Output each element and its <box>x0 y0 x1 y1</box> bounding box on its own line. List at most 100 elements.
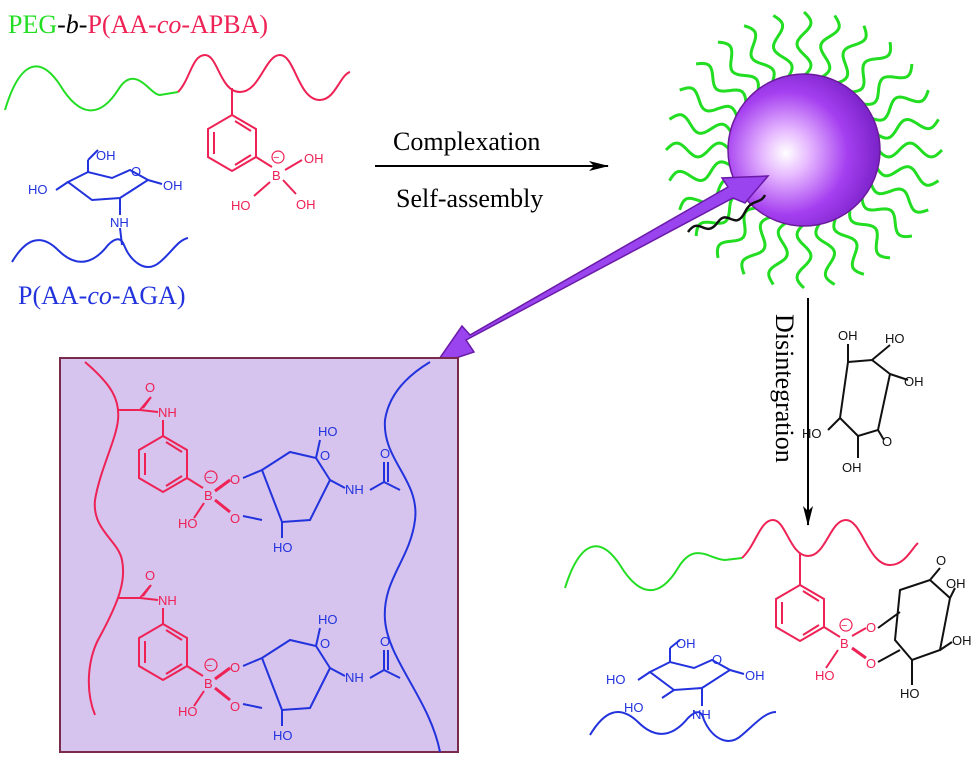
peg-corona-strand <box>875 117 940 140</box>
atom-label: O <box>320 636 330 651</box>
title-p-aa: P(AA- <box>87 10 156 39</box>
bond <box>142 584 152 597</box>
atom-label: HO <box>178 704 198 719</box>
svg-text:NH: NH <box>110 215 129 230</box>
svg-text:PEG-b-P(AA-co-APBA): PEG-b-P(AA-co-APBA) <box>8 10 268 39</box>
atom-label: O <box>380 446 390 461</box>
svg-text:OH: OH <box>304 151 324 166</box>
atom-label: B <box>204 676 213 691</box>
svg-text:OH: OH <box>296 197 316 212</box>
atom-label: HO <box>178 516 198 531</box>
peg-corona <box>664 10 944 290</box>
svg-text:HO: HO <box>624 700 644 715</box>
peg-corona-strand <box>717 40 760 93</box>
apba-block-wave <box>177 53 351 102</box>
bond <box>165 629 183 641</box>
boronate-labels-top: B − OH OH HO <box>231 150 324 213</box>
bond <box>383 669 401 679</box>
sugar-trigger <box>827 344 909 458</box>
svg-text:HO: HO <box>815 668 835 683</box>
svg-text:OH: OH <box>842 460 862 475</box>
svg-text:O: O <box>882 434 892 449</box>
svg-text:OH: OH <box>952 633 972 648</box>
svg-text:HO: HO <box>885 331 905 346</box>
peg-corona-strand <box>849 41 893 94</box>
atom-label: NH <box>345 670 364 685</box>
bond <box>369 669 385 679</box>
atom-label: − <box>206 660 212 672</box>
peg-corona-strand <box>715 206 759 259</box>
svg-text:O: O <box>131 164 141 179</box>
bond <box>242 703 263 709</box>
bond <box>315 627 321 647</box>
peg-corona-strand <box>679 86 739 119</box>
peg-corona-strand <box>860 195 913 239</box>
zoom-inset-box <box>59 357 459 753</box>
peg-corona-strand <box>869 181 929 214</box>
disintegration-label: Disintegration <box>770 314 799 463</box>
bond <box>165 663 183 675</box>
bond <box>214 498 231 514</box>
peg-corona-strand <box>876 141 944 159</box>
charge-circle <box>204 658 218 672</box>
peg-corona-strand <box>835 25 868 85</box>
bond <box>242 469 263 479</box>
atom-label: O <box>380 634 390 649</box>
aga-polymer-title: P(AA-co-AGA) <box>18 281 186 310</box>
micelle-core-chain <box>686 194 767 233</box>
svg-text:OH: OH <box>838 328 858 343</box>
peg-corona-strand <box>664 141 732 159</box>
phenylboronate-group <box>207 113 273 173</box>
bond <box>186 665 204 677</box>
peg-corona-strand <box>819 14 841 80</box>
ring <box>138 434 188 494</box>
atom-label: HO <box>273 540 293 555</box>
svg-text:OH: OH <box>163 178 183 193</box>
svg-text:HO: HO <box>900 686 920 701</box>
charge-circle <box>204 470 218 484</box>
peg-block-wave <box>4 65 179 112</box>
peg-corona-strand <box>668 113 734 135</box>
svg-text:HO: HO <box>606 672 626 687</box>
bond <box>142 396 152 409</box>
peg-corona-strand <box>848 207 891 260</box>
bond <box>315 439 321 459</box>
peg-apba-chain <box>4 53 351 115</box>
bond <box>329 479 346 489</box>
released-glucosamine-labels: OH O HO HO OH NH <box>606 636 765 722</box>
micelle <box>664 10 944 290</box>
peg-corona-strand <box>795 10 813 78</box>
released-boronate-ester <box>775 583 841 643</box>
disintegration-arrow: Disintegration <box>770 298 813 526</box>
svg-text:O: O <box>866 656 876 671</box>
peg-corona-strand <box>814 221 837 286</box>
atom-label: HO <box>273 728 293 743</box>
bond <box>329 667 346 677</box>
bond <box>139 409 159 413</box>
released-glucosamine <box>637 639 745 706</box>
atom-label: NH <box>158 405 177 420</box>
released-sugar-ring <box>877 567 956 685</box>
svg-text:HO: HO <box>802 426 822 441</box>
glucosamine-labels: OH O HO OH NH <box>28 148 183 230</box>
atom-label: NH <box>158 593 177 608</box>
released-apba-wave <box>741 518 919 567</box>
svg-text:HO: HO <box>28 182 48 197</box>
bond <box>186 477 204 489</box>
atom-label: NH <box>345 482 364 497</box>
released-boronate-labels: B − O O HO <box>815 618 876 683</box>
bond <box>139 597 159 601</box>
ring <box>138 622 188 682</box>
atom-label: O <box>230 511 240 526</box>
svg-text:−: − <box>841 620 847 632</box>
svg-text:B: B <box>840 636 849 651</box>
inset-apba-backbone <box>84 361 125 716</box>
svg-text:OH: OH <box>904 374 924 389</box>
released-aga-wave <box>589 711 777 742</box>
bond <box>369 481 385 491</box>
peg-corona-strand <box>870 89 930 122</box>
peg-corona-strand <box>861 63 914 106</box>
